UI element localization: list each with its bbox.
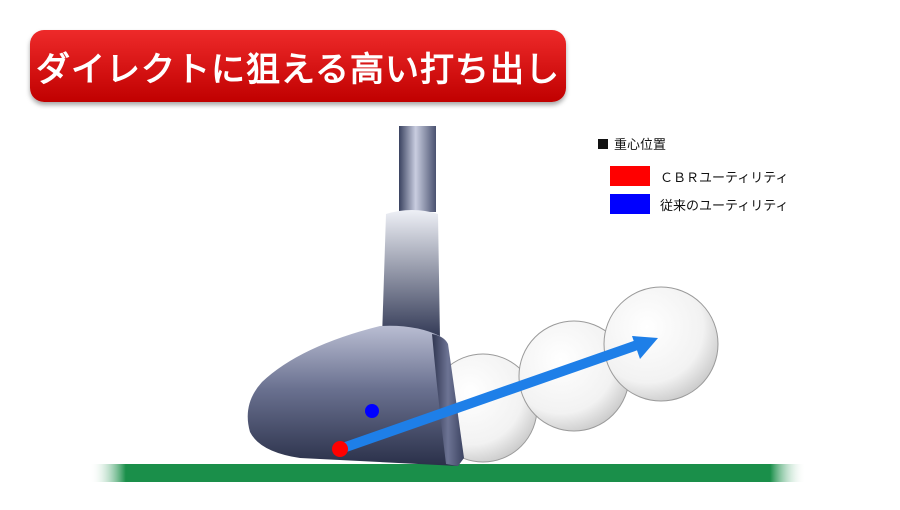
cbr-cg-dot bbox=[332, 441, 348, 457]
legend-heading-text: 重心位置 bbox=[614, 138, 667, 153]
trajectory-arrow-line bbox=[338, 339, 642, 454]
club-shaft bbox=[399, 126, 436, 212]
title-banner: ダイレクトに狙える高い打ち出し bbox=[30, 30, 566, 102]
square-bullet-icon bbox=[598, 138, 608, 149]
club-hosel bbox=[382, 210, 440, 340]
title-text: ダイレクトに狙える高い打ち出し bbox=[36, 49, 560, 90]
trajectory-arrow-head bbox=[632, 336, 658, 359]
legend-item-cbr: ＣＢＲユーティリティ bbox=[610, 166, 788, 186]
legend-swatch-red bbox=[610, 166, 650, 186]
legend-item-conventional: 従来のユーティリティ bbox=[610, 194, 788, 214]
legend-swatch-blue bbox=[610, 194, 650, 214]
club-head bbox=[247, 325, 462, 466]
ground-strip bbox=[90, 464, 806, 482]
golf-ball-3 bbox=[603, 286, 719, 402]
legend-item-label: ＣＢＲユーティリティ bbox=[660, 170, 789, 186]
legend: 重心位置 ＣＢＲユーティリティ 従来のユーティリティ bbox=[592, 128, 812, 228]
conventional-cg-dot bbox=[365, 404, 379, 418]
club-face bbox=[432, 334, 464, 466]
legend-heading: 重心位置 bbox=[598, 134, 666, 153]
legend-item-label: 従来のユーティリティ bbox=[660, 198, 789, 214]
